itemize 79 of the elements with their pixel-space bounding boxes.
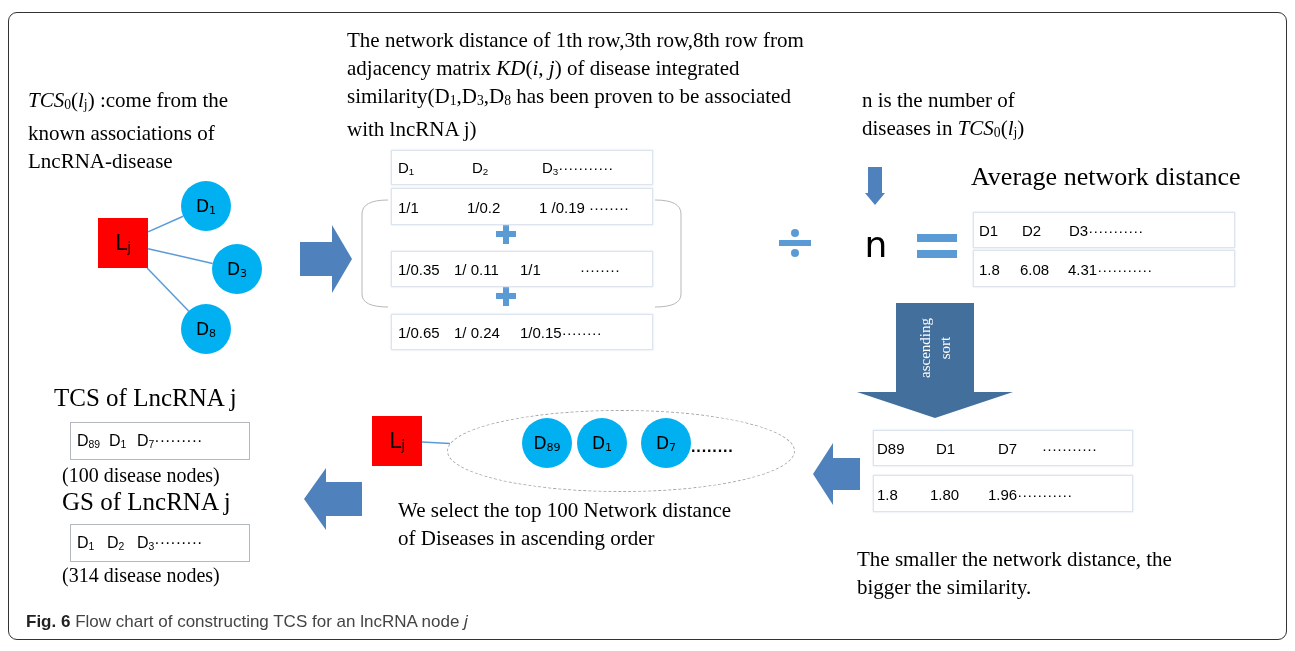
lncrna-node [372, 416, 422, 466]
table-cell: D89 [877, 439, 905, 457]
table-cell: D$_{2}$ [472, 158, 489, 177]
table-cell: D$_{1}$ [77, 534, 95, 552]
disease-node [212, 244, 262, 294]
block-arrow [865, 167, 885, 205]
table-cell: D$_{1}$ [398, 158, 415, 177]
node-note: (314 disease nodes) [62, 564, 220, 587]
node-note: (100 disease nodes) [62, 464, 220, 487]
lncrna-node [98, 218, 148, 268]
table-cell: D1 [936, 439, 956, 457]
table-cell: D$_{89}$ [77, 432, 101, 450]
table-cell: D$_{3}$········· [137, 534, 203, 552]
note-text: We select the top 100 Network distance of Diseases in ascending order [398, 497, 733, 552]
node-label: D$_{1}$ [195, 195, 217, 217]
node-label: L$_{j}$ [388, 428, 406, 454]
block-arrow [813, 443, 860, 505]
ellipsis-text: ········ [691, 442, 734, 460]
connector-line [147, 247, 214, 265]
table-cell: 6.08 [1020, 260, 1050, 277]
table-cell: 1/0.65 [398, 323, 440, 341]
table-cell: 1/1 [398, 198, 419, 215]
table-cell: D$_{2}$ [107, 534, 125, 552]
edge-label: ascending sort [916, 316, 954, 380]
table-cell: 1/0.35 [398, 260, 440, 278]
figure-caption: Fig. 6 Flow chart of constructing TCS for an lncRNA node j [26, 612, 468, 632]
table-cell: D$_{7}$········· [137, 432, 203, 450]
table-cell: D2 [1022, 221, 1042, 239]
connector-line [421, 441, 451, 445]
table-cell: 1.8 [979, 260, 1000, 277]
node-label: D$_{89}$ [533, 432, 561, 454]
box-heading: GS of LncRNA j [62, 488, 231, 516]
table-cell: D3··········· [1069, 221, 1144, 239]
node-label: D$_{8}$ [195, 318, 217, 340]
table-row [973, 250, 1235, 287]
disease-node [641, 418, 691, 468]
note-text: The network distance of 1th row,3th row,8th row from adjacency matrix KD(i, j) of disease integrated similarity(D$_{1}$,D$_{3}$,D$_{8}$ has been proven to be associated with lncRNA j) [347, 27, 805, 144]
block-arrow [300, 225, 352, 293]
table-row [391, 314, 653, 350]
table-cell: D7 [998, 439, 1018, 457]
table-cell: 4.31··········· [1068, 260, 1153, 277]
table-row [873, 430, 1133, 466]
table-cell: ········ [580, 260, 620, 278]
table-cell: 1.96··········· [988, 485, 1073, 502]
node-label: D$_{1}$ [591, 432, 613, 454]
table-cell: 1 /0.19 ········ [539, 198, 629, 215]
note-text: TCS$_{0}$(l$_{j}$) :come from the known associations of LncRNA-disease [28, 87, 230, 176]
disease-node [522, 418, 572, 468]
table-cell: D$_{1}$ [109, 432, 127, 450]
disease-node [181, 181, 231, 231]
table-heading: Average network distance [971, 161, 1242, 193]
block-arrow [857, 303, 1013, 418]
table-row [873, 475, 1133, 512]
table-cell: 1/1 [520, 260, 541, 278]
variable-label: n [864, 223, 888, 265]
node-label: L$_{j}$ [114, 230, 132, 256]
table-cell: 1.80 [930, 485, 960, 502]
table-cell: 1.8 [877, 485, 898, 502]
table-row [391, 150, 653, 185]
table-row [973, 212, 1235, 248]
table-cell: 1/ 0.24 [454, 323, 500, 341]
connector-line [147, 215, 184, 233]
table-cell: D1 [979, 221, 999, 239]
disease-node [181, 304, 231, 354]
block-arrow [304, 468, 362, 530]
table-cell: D$_{3}$··········· [542, 158, 614, 177]
disease-node [577, 418, 627, 468]
table-row [391, 251, 653, 287]
node-label: D$_{3}$ [226, 258, 248, 280]
table-cell: 1/0.2 [467, 198, 501, 215]
table-cell: 1/0.15········ [520, 323, 602, 341]
table-row [391, 188, 653, 225]
box-heading: TCS of LncRNA j [54, 384, 237, 412]
note-text: The smaller the network distance, the bigger the similarity. [857, 546, 1173, 601]
table-cell: ··········· [1042, 439, 1097, 457]
table-cell: 1/ 0.11 [454, 260, 499, 278]
connector-line [146, 267, 190, 312]
node-label: D$_{7}$ [655, 432, 677, 454]
note-text: n is the number of diseases in TCS$_{0}$(l$_{j}$) [862, 87, 1026, 143]
